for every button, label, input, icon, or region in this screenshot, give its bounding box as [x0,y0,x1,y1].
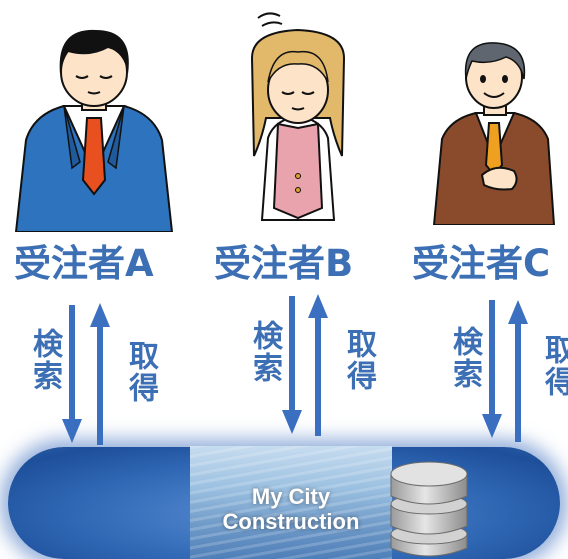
database-icon [390,461,468,557]
vendor-b-illustration [250,12,346,221]
vendor-b-search-label: 検索 [247,320,282,384]
vendor-b-get-arrow [308,294,328,436]
vendor-b-label: 受注者B [214,242,354,285]
vendor-c-get-label: 取得 [539,334,568,398]
vendor-a-label: 受注者A [14,242,154,285]
vendor-b-search-arrow [282,296,302,434]
vendor-a-search-arrow [62,305,82,443]
vendor-a-get-label: 取得 [123,340,158,404]
system-photo [190,446,392,559]
system-name: My City Construction [190,484,392,534]
vendor-c-search-label: 検索 [447,326,482,390]
vendor-b-get-label: 取得 [341,328,376,392]
vendor-c-get-arrow [508,300,528,442]
vendor-a-search-label: 検索 [27,328,62,392]
vendor-c-illustration [432,42,556,225]
vendor-a-get-arrow [90,303,110,445]
vendor-a-illustration [14,29,174,232]
system-name-line2: Construction [222,509,360,534]
vendor-c-label: 受注者C [412,242,551,285]
system-name-line1: My City [251,484,331,509]
vendor-c-search-arrow [482,300,502,438]
